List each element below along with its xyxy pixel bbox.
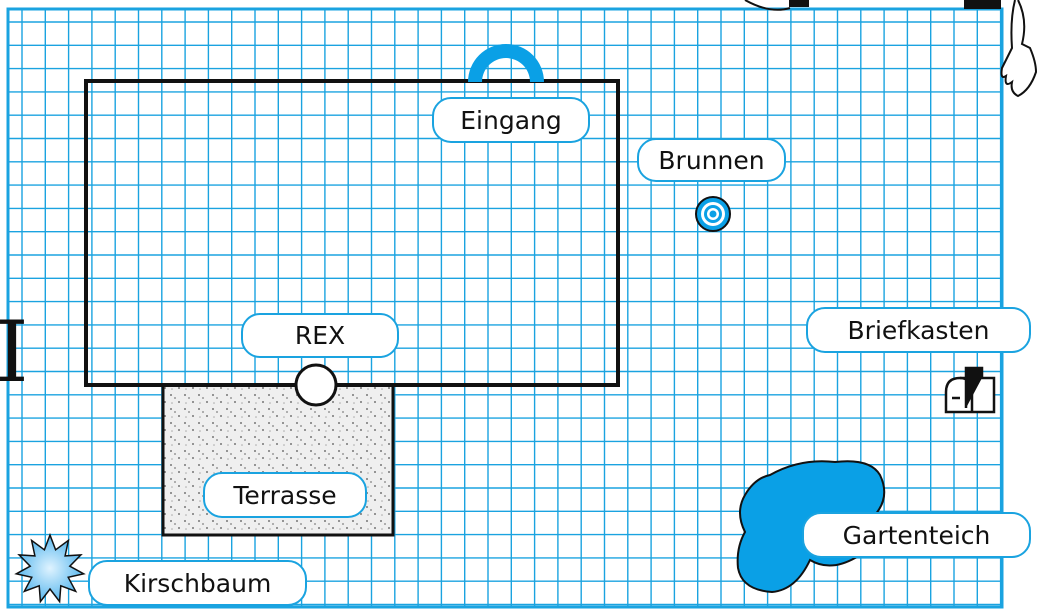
character-hand-icon — [744, 0, 1038, 98]
mailbox-icon — [944, 366, 996, 414]
label-rex: REX — [241, 313, 399, 358]
label-brunnen: Brunnen — [637, 138, 786, 182]
house-outline — [84, 79, 620, 387]
label-eingang: Eingang — [432, 97, 590, 143]
cherry-tree-icon — [14, 532, 86, 604]
dog-circle-icon — [294, 363, 338, 407]
label-briefkasten: Briefkasten — [806, 307, 1031, 353]
label-terrasse: Terrasse — [203, 472, 367, 518]
side-marker: I — [0, 303, 29, 401]
well-icon — [695, 196, 731, 232]
label-kirschbaum: Kirschbaum — [88, 560, 307, 606]
label-gartenteich: Gartenteich — [802, 512, 1031, 558]
entrance-arch-icon — [468, 44, 544, 82]
